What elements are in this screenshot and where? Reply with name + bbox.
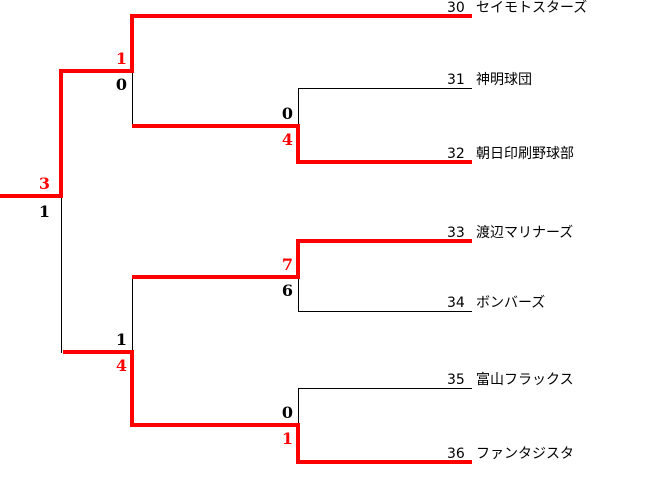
score-round1-33-34-top: 7 [281, 255, 293, 274]
team-label-30: 30 セイモトスターズ [447, 0, 587, 16]
team-36-line-winner [298, 460, 472, 464]
team-33-line-winner [298, 239, 472, 243]
team-seed: 36 [447, 446, 465, 462]
team-seed: 32 [447, 146, 465, 162]
team-label-33: 33 渡辺マリナーズ [447, 225, 573, 241]
semifinal-bottom-vertical-winner [130, 350, 134, 427]
round1-35-36-leader-winner [132, 423, 300, 427]
score-final-bottom: 1 [38, 202, 50, 221]
final-vertical-winner [59, 69, 63, 198]
team-seed: 31 [447, 72, 465, 88]
round1-31-32-vertical-winner [296, 124, 300, 164]
team-31-line [298, 88, 472, 89]
team-30-line-winner [132, 14, 472, 18]
team-name: セイモトスターズ [476, 0, 588, 16]
semifinal-top-vertical-winner [130, 14, 134, 73]
team-34-line [298, 311, 472, 312]
final-vertical-bottom [61, 196, 62, 353]
team-seed: 35 [447, 372, 465, 388]
team-label-35: 35 富山フラックス [447, 372, 574, 388]
team-name: 渡辺マリナーズ [476, 225, 574, 241]
score-final-top: 3 [38, 174, 50, 193]
team-32-line-winner [298, 160, 472, 164]
score-semifinal-bottom-bottom: 4 [115, 356, 127, 375]
semifinal-top-leader-winner [61, 69, 134, 73]
team-seed: 30 [447, 0, 465, 16]
round1-35-36-vertical-top [298, 388, 299, 425]
team-label-36: 36 ファンタジスタ [447, 446, 574, 462]
team-name: 富山フラックス [476, 372, 574, 388]
score-semifinal-top-bottom: 0 [115, 75, 127, 94]
score-round1-33-34-bottom: 6 [281, 281, 293, 300]
team-label-32: 32 朝日印刷野球部 [447, 146, 574, 162]
score-semifinal-bottom-top: 1 [115, 330, 127, 349]
round1-31-32-leader-winner [132, 124, 300, 128]
round1-35-36-vertical-winner [296, 423, 300, 464]
semifinal-bottom-vertical-top [132, 277, 133, 353]
team-seed: 34 [447, 295, 465, 311]
score-round1-31-32-top: 0 [281, 104, 293, 123]
team-name: 朝日印刷野球部 [476, 146, 574, 162]
round1-33-34-vertical-bottom [298, 277, 299, 312]
team-label-34: 34 ボンバーズ [447, 295, 545, 311]
score-semifinal-top-top: 1 [115, 49, 127, 68]
team-35-line [298, 388, 472, 389]
score-round1-35-36-top: 0 [281, 403, 293, 422]
team-label-31: 31 神明球団 [447, 72, 532, 88]
team-name: ファンタジスタ [476, 446, 574, 462]
score-round1-31-32-bottom: 4 [281, 130, 293, 149]
score-round1-35-36-bottom: 1 [281, 429, 293, 448]
round1-31-32-vertical-top [298, 88, 299, 126]
round1-33-34-leader-winner [132, 275, 300, 279]
final-leader-winner [0, 194, 63, 198]
semifinal-top-vertical-bottom [132, 71, 133, 128]
semifinal-bottom-leader-winner [63, 350, 134, 354]
team-seed: 33 [447, 225, 465, 241]
round1-33-34-vertical-winner [296, 239, 300, 279]
team-name: 神明球団 [476, 72, 532, 88]
team-name: ボンバーズ [476, 295, 546, 311]
